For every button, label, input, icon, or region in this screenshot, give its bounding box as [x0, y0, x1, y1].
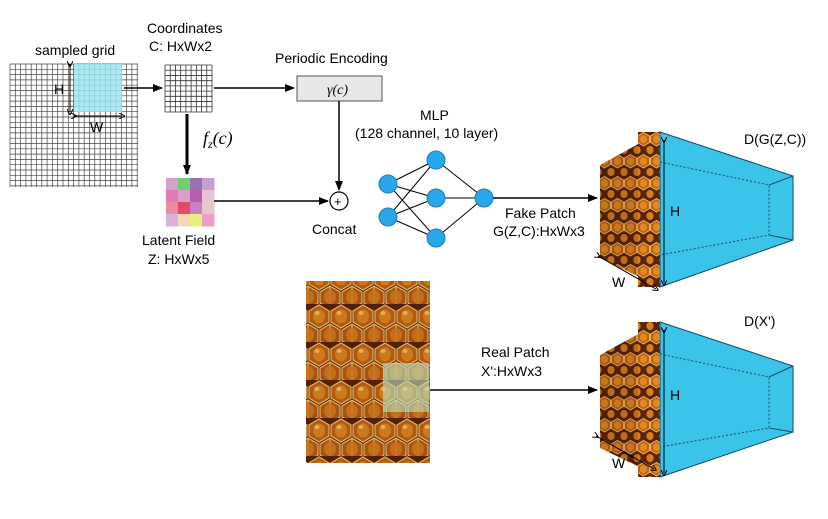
- real-cube-w-label: W: [612, 455, 626, 471]
- fake-discriminator-edge-top: [768, 175, 794, 186]
- mlp-title: MLP: [420, 107, 449, 123]
- real-discriminator-edge-bottom: [768, 427, 794, 433]
- mlp-node: [378, 207, 398, 227]
- coordinates-grid: [164, 64, 213, 113]
- grid-highlight-patch: [74, 64, 122, 112]
- mlp-network: [378, 150, 494, 248]
- real-cube-front: [638, 322, 660, 477]
- mlp-node: [426, 228, 446, 248]
- mlp-node: [426, 150, 446, 170]
- latent-cell: [202, 190, 215, 203]
- latent-cell: [190, 202, 203, 215]
- fake-cube-w-dimension: [598, 256, 656, 289]
- latent-cell: [166, 214, 179, 227]
- mlp-node: [426, 188, 446, 208]
- latent-cell: [178, 178, 191, 191]
- latent-cell: [166, 190, 179, 203]
- latent-field-image: [166, 178, 215, 227]
- real-patch-discriminator: H W: [596, 321, 794, 478]
- mlp-description: (128 channel, 10 layer): [355, 125, 498, 141]
- real-discriminator-label: D(X'): [744, 313, 775, 329]
- mlp-node: [378, 174, 398, 194]
- fake-patch-discriminator: H W: [598, 131, 794, 290]
- real-cube-w-dimension: [596, 436, 654, 469]
- concat-label: Concat: [312, 221, 356, 237]
- mlp-edge: [387, 159, 437, 218]
- latent-field-title: Latent Field: [142, 232, 215, 248]
- gamma-label: γ(c): [327, 83, 348, 98]
- fake-cube-w-label: W: [612, 274, 626, 290]
- real-patch-highlight: [383, 363, 429, 412]
- latent-cell: [202, 178, 215, 191]
- fake-discriminator-label: D(G(Z,C)): [744, 131, 806, 147]
- real-discriminator-edge-top: [768, 365, 794, 378]
- grid-h-label: H: [54, 81, 64, 97]
- fake-cube-front: [638, 132, 660, 287]
- fake-patch-shape: G(Z,C):HxWx3: [493, 223, 585, 239]
- latent-cell: [166, 202, 179, 215]
- periodic-encoding-label: Periodic Encoding: [275, 50, 388, 66]
- grid-w-label: W: [90, 119, 104, 135]
- latent-cell: [202, 202, 215, 215]
- latent-cell: [178, 214, 191, 227]
- periodic-encoding-box: [296, 75, 383, 102]
- latent-field-shape: Z: HxWx5: [148, 251, 210, 267]
- fake-patch-title: Fake Patch: [505, 205, 576, 221]
- coordinates-shape: C: HxWx2: [149, 38, 212, 54]
- real-patch-shape: X':HxWx3: [481, 363, 542, 379]
- concat-plus: +: [334, 194, 342, 209]
- mlp-edge: [435, 159, 485, 199]
- mlp-node: [474, 188, 494, 208]
- latent-cell: [166, 178, 179, 191]
- latent-cell: [178, 202, 191, 215]
- real-discriminator-inner: [659, 353, 770, 448]
- latent-cell: [190, 214, 203, 227]
- fake-cube-h-label: H: [670, 203, 680, 219]
- fake-discriminator-inner: [659, 161, 770, 256]
- latent-cell: [202, 214, 215, 227]
- real-texture-image: [306, 281, 430, 463]
- sampled-grid-label: sampled grid: [35, 42, 115, 58]
- fake-discriminator-edge-bottom: [768, 234, 794, 241]
- fz-label: fz(c): [203, 128, 233, 151]
- concat-operator-circle: [329, 191, 349, 211]
- latent-cell: [190, 178, 203, 191]
- latent-cell: [190, 190, 203, 203]
- mlp-edge: [435, 197, 485, 239]
- real-cube-h-label: H: [670, 387, 680, 403]
- real-patch-title: Real Patch: [481, 344, 549, 360]
- coordinates-title: Coordinates: [147, 20, 223, 36]
- latent-cell: [178, 190, 191, 203]
- mlp-edge: [387, 183, 437, 239]
